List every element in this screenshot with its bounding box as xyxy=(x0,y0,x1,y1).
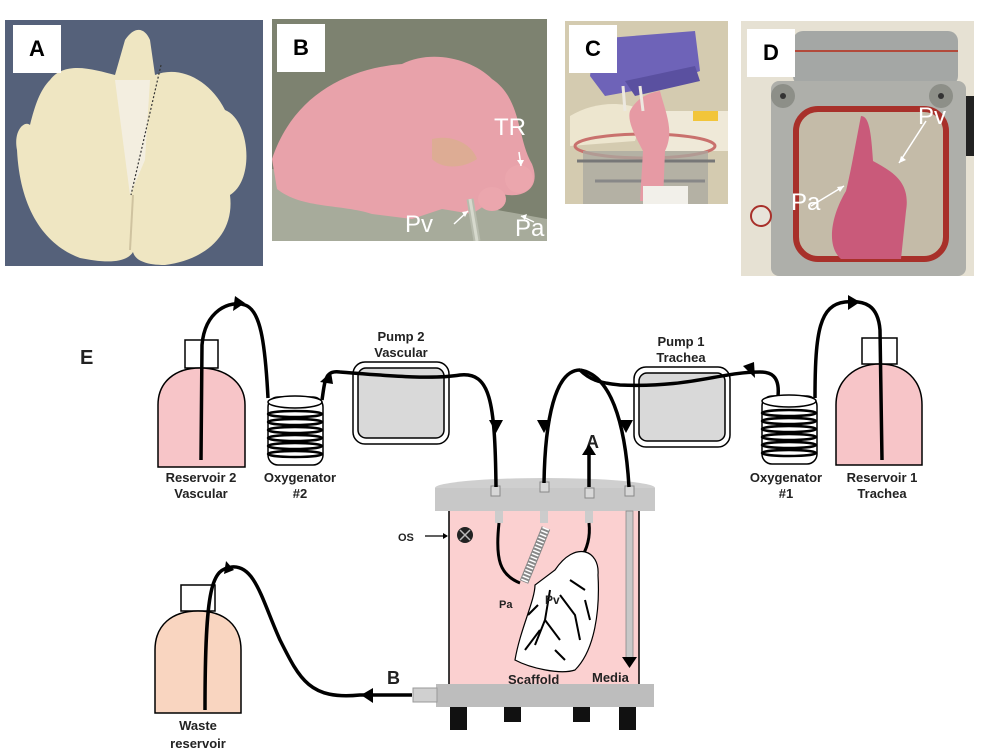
oxygenator-1-label-2: #1 xyxy=(779,486,793,501)
outlet-b-label: B xyxy=(387,668,400,688)
bioreactor-schematic: E Reservoir 2 Vascular Oxygenator #2 Pum… xyxy=(80,295,923,751)
annotation-pa: Pa xyxy=(791,189,821,216)
annotation-tr: TR xyxy=(494,114,526,141)
arrow-icon xyxy=(233,296,245,311)
panel-label-c: C xyxy=(569,25,617,73)
trachea-cannula xyxy=(519,526,551,584)
pump-2-label-1: Pump 2 xyxy=(378,329,425,344)
scaffold-label: Scaffold xyxy=(508,672,559,687)
tube-trachea-return xyxy=(579,368,631,488)
annotation-pa: Pa xyxy=(515,215,545,241)
arrow-icon xyxy=(489,420,503,433)
pump-1-label-2: Trachea xyxy=(656,350,706,365)
tube-reservoir1-oxygenator1 xyxy=(813,299,884,461)
waste-label-1: Waste xyxy=(179,718,217,733)
tubing xyxy=(199,299,884,711)
arrow-icon xyxy=(848,295,860,310)
tube-trachea-inlet xyxy=(542,368,581,484)
panel-label-d: D xyxy=(747,29,795,77)
panel-label-b: B xyxy=(277,24,325,72)
arrow-icon xyxy=(582,444,596,455)
os-valve-icon xyxy=(457,527,473,543)
reservoir-2-label-1: Reservoir 2 xyxy=(166,470,237,485)
panel-label-a: A xyxy=(13,25,61,73)
annotation-pv: Pv xyxy=(918,103,947,130)
lung-on-tray-illustration xyxy=(272,19,547,241)
arrow-icon xyxy=(743,362,755,378)
media-pipe xyxy=(625,510,634,660)
media-label: Media xyxy=(592,670,630,685)
pump-1-label-1: Pump 1 xyxy=(658,334,705,349)
arrow-icon xyxy=(361,688,373,703)
waste-bottle xyxy=(154,610,242,714)
oxygenator-1 xyxy=(760,394,818,465)
lung-airways xyxy=(524,579,591,661)
oxygenator-2-label-1: Oxygenator xyxy=(264,470,336,485)
arrow-icon xyxy=(320,372,333,384)
tube-outlet-b-waste xyxy=(203,565,412,711)
oxygenator-2-label-2: #2 xyxy=(293,486,307,501)
reservoir-1-label-2: Trachea xyxy=(857,486,907,501)
waste-label-2: reservoir xyxy=(170,736,226,751)
bioreactor-base xyxy=(436,684,654,707)
lung-scaffold-illustration xyxy=(16,29,247,266)
panel-d-photo: D Pv Pa xyxy=(741,21,974,276)
oxygenator-2 xyxy=(266,395,324,466)
panel-b-photo: B TR Pv Pa xyxy=(272,19,547,241)
outlet-b-port xyxy=(412,687,438,703)
os-label: OS xyxy=(398,532,414,544)
panel-label-e: E xyxy=(80,347,93,369)
arrow-icon xyxy=(224,561,234,574)
waste-reservoir xyxy=(154,584,242,714)
pv-label: Pv xyxy=(545,593,560,607)
tube-reservoir2-oxygenator2 xyxy=(199,302,270,461)
bioreactor-chamber-illustration xyxy=(741,21,974,276)
reservoir-1-label-1: Reservoir 1 xyxy=(847,470,918,485)
pump-1-trachea xyxy=(633,366,731,448)
bioreactor-lid xyxy=(435,488,655,511)
bioreactor xyxy=(412,478,655,730)
pump-2-vascular xyxy=(352,361,450,445)
arrow-icon xyxy=(619,420,633,433)
oxygenator-2-coil xyxy=(266,409,324,459)
pump-2-label-2: Vascular xyxy=(374,345,428,360)
arrow-icon xyxy=(537,420,551,433)
reservoir-1-bottle xyxy=(835,363,923,466)
panel-c-photo: C xyxy=(565,21,728,204)
flow-arrows xyxy=(224,295,860,703)
pa-label: Pa xyxy=(499,599,513,611)
oxygenator-1-coil xyxy=(760,408,818,458)
annotation-pv: Pv xyxy=(405,211,434,238)
oxygenator-1-label-1: Oxygenator xyxy=(750,470,822,485)
panel-a-photo: A xyxy=(5,20,263,266)
reservoir-2-label-2: Vascular xyxy=(174,486,228,501)
bioreactor-loading-illustration xyxy=(565,21,728,204)
